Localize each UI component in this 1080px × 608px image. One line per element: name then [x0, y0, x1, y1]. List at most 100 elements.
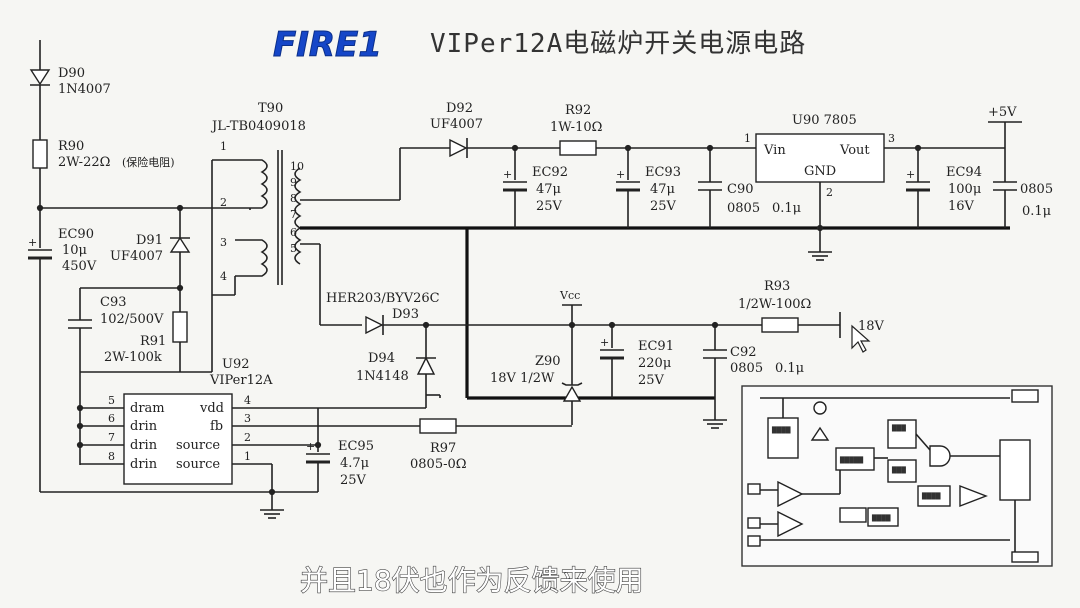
- diode-d93: [365, 315, 384, 335]
- label-c0805: 0805: [1020, 182, 1053, 197]
- transformer-t90: [235, 150, 302, 285]
- label-c93-value: 102/500V: [100, 312, 164, 327]
- label-ec93-v2: 25V: [650, 199, 677, 214]
- label-c90-v1: 0805: [727, 201, 760, 216]
- ic-block-diagram-inset: ████ ███ ███ ████ ████ █████: [741, 385, 1053, 567]
- u92-pin-7: 7: [108, 431, 115, 444]
- label-t90: T90: [258, 101, 283, 116]
- label-ec94-v2: 16V: [948, 199, 975, 214]
- label-u92-value: VIPer12A: [209, 373, 273, 388]
- u90-pin-2: 2: [826, 186, 833, 199]
- label-vout: Vout: [839, 143, 870, 158]
- label-d90: D90: [58, 66, 85, 81]
- label-d94-value: 1N4148: [356, 369, 409, 384]
- u92-pin-8: 8: [108, 450, 115, 463]
- pin-source-1: source: [176, 438, 220, 453]
- pin-9: 9: [290, 176, 297, 189]
- label-r97: R97: [430, 441, 456, 456]
- label-ec95: EC95: [338, 439, 374, 454]
- brand-logo: FIRE1: [273, 25, 382, 65]
- svg-text:████: ████: [771, 426, 791, 434]
- diode-d94: [416, 356, 436, 375]
- u92-pin-5: 5: [108, 394, 115, 407]
- cursor-pointer-icon: [851, 324, 871, 353]
- regulator-u90: [755, 133, 885, 183]
- svg-text:+: +: [306, 440, 315, 453]
- diode-d90: [29, 69, 51, 86]
- label-ec90: EC90: [58, 227, 94, 242]
- label-r91: R91: [140, 334, 166, 349]
- u90-pin-1: 1: [744, 132, 751, 145]
- label-u90: U90 7805: [792, 113, 857, 128]
- resistor-r97: [419, 418, 457, 434]
- label-d93-value: HER203/BYV26C: [326, 291, 440, 306]
- u92-pin-4: 4: [244, 394, 251, 407]
- label-r90: R90: [58, 139, 84, 154]
- pin-drin-2: drin: [130, 438, 158, 453]
- label-ec93: EC93: [645, 165, 681, 180]
- pin-10: 10: [290, 160, 304, 173]
- label-r92: R92: [565, 103, 591, 118]
- label-r90-note: (保险电阻): [122, 155, 175, 169]
- label-c92-v1: 0805: [730, 361, 763, 376]
- label-r92-value: 1W-10Ω: [550, 120, 602, 135]
- label-z90-value: 18V 1/2W: [490, 371, 555, 386]
- label-ec94: EC94: [946, 165, 982, 180]
- label-u92: U92: [222, 357, 250, 372]
- zener-z90: [562, 385, 582, 402]
- svg-text:███: ███: [891, 424, 906, 432]
- resistor-r91: [172, 311, 188, 343]
- svg-text:████: ████: [921, 492, 941, 500]
- label-z90: Z90: [535, 354, 561, 369]
- svg-text:+: +: [600, 336, 609, 349]
- label-r93-value: 1/2W-100Ω: [738, 297, 811, 312]
- svg-text:+: +: [503, 168, 512, 181]
- label-18v: 18V: [858, 319, 885, 334]
- label-vcc: Vcc: [559, 289, 580, 302]
- label-ec91-v2: 25V: [638, 373, 665, 388]
- resistor-r90: [32, 139, 48, 169]
- pin-dram: dram: [130, 401, 165, 416]
- pin-7: 7: [290, 208, 297, 221]
- pin-fb: fb: [210, 419, 223, 434]
- label-r93: R93: [764, 279, 790, 294]
- label-d94: D94: [368, 351, 395, 366]
- label-d92: D92: [446, 101, 473, 116]
- label-c92-v2: 0.1μ: [775, 361, 804, 376]
- diode-d91: [169, 236, 191, 253]
- svg-text:+: +: [28, 236, 37, 249]
- svg-text:+: +: [616, 168, 625, 181]
- u90-pin-3: 3: [888, 132, 895, 145]
- label-ec95-v1: 4.7μ: [340, 456, 369, 471]
- pin-8: 8: [290, 192, 297, 205]
- label-gnd: GND: [804, 164, 836, 179]
- u92-pin-1: 1: [244, 450, 251, 463]
- video-subtitle: 并且18伏也作为反馈来使用: [300, 564, 644, 597]
- svg-text:███: ███: [891, 466, 906, 474]
- label-ec90-v2: 450V: [62, 259, 97, 274]
- label-c90: C90: [727, 182, 754, 197]
- label-d90-value: 1N4007: [58, 82, 111, 97]
- svg-text:████: ████: [871, 514, 891, 522]
- label-ec93-v1: 47μ: [650, 182, 675, 197]
- label-vin: Vin: [763, 143, 786, 158]
- svg-text:█████: █████: [839, 456, 863, 464]
- u92-pin-2: 2: [244, 431, 251, 444]
- pin-vdd: vdd: [199, 401, 224, 416]
- label-d91: D91: [136, 233, 163, 248]
- label-r90-value: 2W-22Ω: [58, 155, 110, 170]
- pin-4: 4: [220, 270, 227, 283]
- label-c92: C92: [730, 345, 757, 360]
- pin-3: 3: [220, 236, 227, 249]
- label-t90-value: JL-TB0409018: [210, 119, 306, 134]
- label-ec92-v2: 25V: [536, 199, 563, 214]
- label-ec94-v1: 100μ: [948, 182, 981, 197]
- resistor-r92: [559, 140, 597, 156]
- label-ec91: EC91: [638, 339, 674, 354]
- diode-d92: [449, 138, 468, 158]
- ic-u92: [123, 393, 233, 485]
- label-c93: C93: [100, 295, 127, 310]
- svg-text:+: +: [906, 168, 915, 181]
- label-5v: +5V: [988, 105, 1017, 120]
